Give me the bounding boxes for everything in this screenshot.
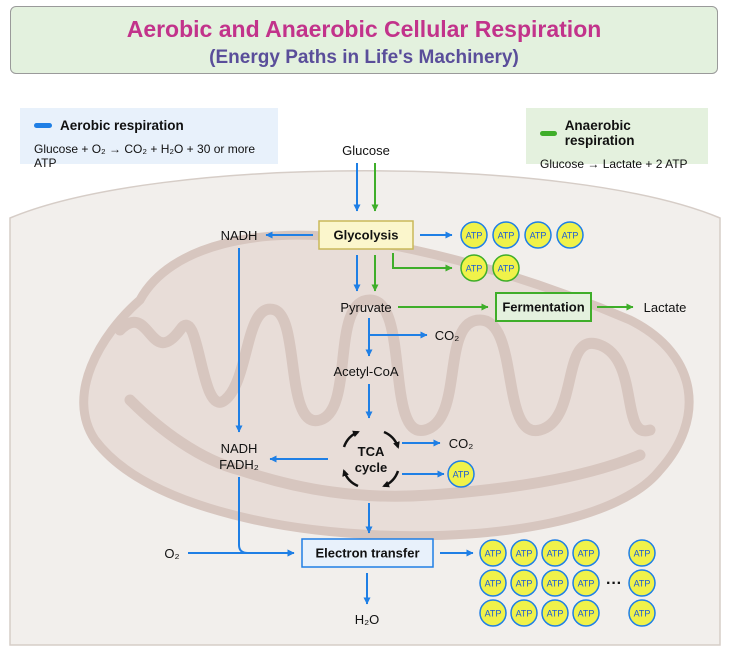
svg-text:ATP: ATP [634, 549, 651, 559]
fermentation-box [495, 292, 592, 322]
glycolysis-label: Glycolysis [333, 228, 398, 243]
atp-glycolysis-aerobic: ATP ATP ATP ATP [460, 221, 584, 249]
electron-transfer-label: Electron transfer [315, 546, 419, 561]
svg-text:ATP: ATP [578, 549, 595, 559]
electron-transfer-box [301, 538, 434, 568]
title-panel: Aerobic and Anaerobic Cellular Respirati… [10, 6, 718, 74]
svg-text:ATP: ATP [516, 549, 533, 559]
svg-text:ATP: ATP [453, 470, 470, 480]
tca-label-line2: cycle [355, 460, 388, 475]
aerobic-swatch [34, 123, 52, 128]
tca-label-line1: TCA [358, 444, 385, 459]
svg-text:ATP: ATP [634, 609, 651, 619]
legend-aerobic-equation: Glucose + O₂ → CO₂ + H₂O + 30 or more AT… [34, 142, 256, 170]
legend-aerobic-label: Aerobic respiration [60, 118, 184, 133]
nadh-label: NADH [221, 228, 258, 243]
arrow-glycolysis-atp-anaerobic [392, 253, 453, 272]
svg-text:ATP: ATP [578, 579, 595, 589]
svg-text:ATP: ATP [466, 231, 483, 241]
svg-text:ATP: ATP [562, 231, 579, 241]
svg-text:ATP: ATP [547, 609, 564, 619]
atp-electron-transfer: ATP ATP ATP ATP ATP ATP ATP ATP ATP ATP … [479, 539, 656, 627]
svg-text:ATP: ATP [485, 609, 502, 619]
svg-text:ATP: ATP [516, 609, 533, 619]
lactate-label: Lactate [644, 300, 687, 315]
diagram-title: Aerobic and Anaerobic Cellular Respirati… [126, 16, 602, 42]
legend-anaerobic-equation: Glucose → Lactate + 2 ATP [540, 157, 688, 171]
tca-cycle-ring [342, 430, 400, 488]
glucose-label: Glucose [342, 143, 390, 158]
atp-ellipsis: ··· [606, 575, 622, 592]
svg-text:ATP: ATP [516, 579, 533, 589]
nadh-fadh-line1: NADH [221, 441, 258, 456]
o2-label: O₂ [164, 546, 179, 561]
svg-text:ATP: ATP [547, 549, 564, 559]
glycolysis-box [318, 220, 414, 250]
pyruvate-label: Pyruvate [340, 300, 391, 315]
svg-text:ATP: ATP [485, 579, 502, 589]
diagram-subtitle: (Energy Paths in Life's Machinery) [209, 47, 519, 68]
co2-label-a: CO₂ [435, 328, 460, 343]
legend-anaerobic: Anaerobic respiration Glucose → Lactate … [526, 108, 708, 171]
svg-text:ATP: ATP [530, 231, 547, 241]
svg-text:ATP: ATP [485, 549, 502, 559]
svg-text:ATP: ATP [578, 609, 595, 619]
nadh-fadh-line2: FADH₂ [219, 457, 259, 472]
fermentation-label: Fermentation [502, 300, 584, 315]
svg-text:ATP: ATP [498, 264, 515, 274]
svg-text:ATP: ATP [547, 579, 564, 589]
h2o-label: H₂O [355, 612, 380, 627]
acetyl-coa-label: Acetyl-CoA [333, 364, 398, 379]
legend-aerobic: Aerobic respiration Glucose + O₂ → CO₂ +… [20, 108, 278, 170]
svg-text:ATP: ATP [498, 231, 515, 241]
atp-glycolysis-anaerobic: ATP ATP [460, 254, 520, 282]
atp-tca: ATP [447, 460, 475, 488]
svg-text:ATP: ATP [634, 579, 651, 589]
legend-anaerobic-label: Anaerobic respiration [564, 118, 635, 148]
anaerobic-swatch [540, 130, 557, 136]
co2-label-b: CO₂ [449, 436, 474, 451]
svg-text:ATP: ATP [466, 264, 483, 274]
